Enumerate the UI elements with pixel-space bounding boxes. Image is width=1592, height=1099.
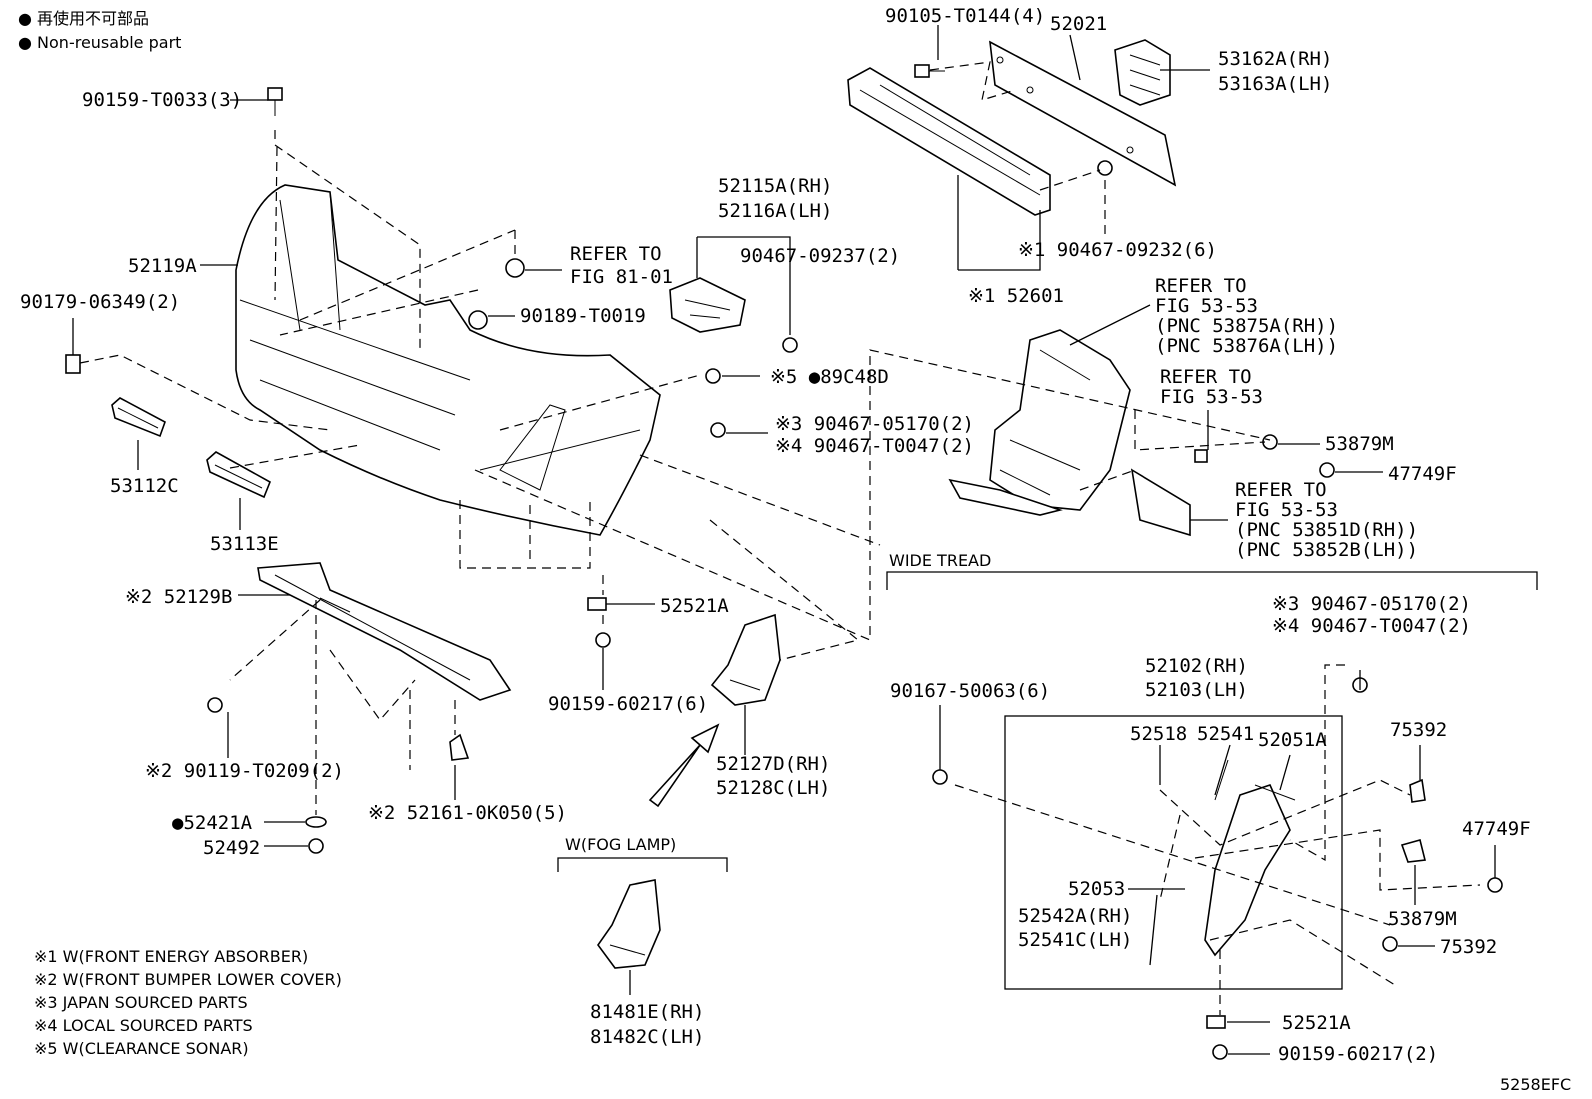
mudguard-flap (1130, 468, 1191, 537)
label-wt-90467-t0047: ※4 90467-T0047(2) (1272, 615, 1471, 637)
label-81481e: 81481E(RH) (590, 1001, 704, 1023)
fender-liner (948, 329, 1131, 516)
bracket-53162a (1114, 39, 1171, 106)
bracket-52115a (669, 277, 746, 333)
wide-tread-group: WIDE TREAD (886, 551, 1538, 990)
label-52129b: ※2 52129B (125, 586, 232, 608)
label-90467-09232: ※1 90467-09232(6) (1018, 239, 1217, 261)
label-52116a: 52116A(LH) (718, 200, 832, 222)
footnote-4: ※4 LOCAL SOURCED PARTS (34, 1016, 253, 1035)
label-refer-5353a-line4: (PNC 53876A(LH)) (1155, 335, 1338, 357)
label-refer-5353c-line3: (PNC 53851D(RH)) (1235, 519, 1418, 541)
label-wt-52518: 52518 (1130, 723, 1187, 745)
label-90189-t0019: 90189-T0019 (520, 305, 646, 327)
label-refer-5353a-line2: FIG 53-53 (1155, 295, 1258, 317)
energy-absorber-52601 (847, 67, 1051, 216)
label-52115a: 52115A(RH) (718, 175, 832, 197)
label-52127d: 52127D(RH) (716, 753, 830, 775)
footnotes: ※1 W(FRONT ENERGY ABSORBER) ※2 W(FRONT B… (34, 947, 342, 1058)
label-refer-81-line1: REFER TO (570, 243, 662, 265)
footnote-1: ※1 W(FRONT ENERGY ABSORBER) (34, 947, 308, 966)
label-refer-5353b-line2: FIG 53-53 (1160, 386, 1263, 408)
label-53113e: 53113E (210, 533, 279, 555)
label-52521a: 52521A (660, 595, 729, 617)
grille-53113e (206, 451, 272, 499)
label-52421a: ●52421A (172, 812, 253, 834)
label-90467-05170: ※3 90467-05170(2) (775, 413, 974, 435)
label-wt-52103: 52103(LH) (1145, 679, 1248, 701)
label-52128c: 52128C(LH) (716, 777, 830, 799)
label-53112c: 53112C (110, 475, 179, 497)
footnote-2: ※2 W(FRONT BUMPER LOWER COVER) (34, 970, 342, 989)
direction-arrow (648, 723, 720, 808)
fastener-icons (65, 64, 1503, 1060)
lower-cover-52129b (257, 562, 512, 701)
label-wt-52102: 52102(RH) (1145, 655, 1248, 677)
label-wt-52051a: 52051A (1258, 729, 1327, 751)
label-refer-81-line2: FIG 81-01 (570, 266, 673, 288)
label-wt-52541c: 52541C(LH) (1018, 929, 1132, 951)
label-refer-5353a-line3: (PNC 53875A(RH)) (1155, 315, 1338, 337)
reinforcement-52021 (989, 40, 1177, 187)
label-wt-53879m: 53879M (1388, 908, 1457, 930)
label-refer-5353a-line1: REFER TO (1155, 275, 1247, 297)
label-90467-09237: 90467-09237(2) (740, 245, 900, 267)
legend: ● 再使用不可部品 ● Non-reusable part (18, 9, 181, 52)
legend-line-2: ● Non-reusable part (18, 33, 181, 52)
label-90159-60217: 90159-60217(6) (548, 693, 708, 715)
label-wt-75392-top: 75392 (1390, 719, 1447, 741)
label-wt-52053: 52053 (1068, 878, 1125, 900)
label-52601: ※1 52601 (968, 285, 1064, 307)
grille-53112c (111, 397, 166, 438)
label-refer-5353c-line4: (PNC 53852B(LH)) (1235, 539, 1418, 561)
assembly-lines (79, 61, 1481, 1015)
label-52161-0k050: ※2 52161-0K050(5) (368, 802, 567, 824)
fog-lamp-cover-52127d (710, 613, 781, 706)
label-81482c: 81482C(LH) (590, 1026, 704, 1048)
label-wt-90467-05170: ※3 90467-05170(2) (1272, 593, 1471, 615)
label-90119-t0209: ※2 90119-T0209(2) (145, 760, 344, 782)
bumper-cover-52119a (235, 184, 661, 536)
label-47749f: 47749F (1388, 463, 1457, 485)
label-52492: 52492 (203, 837, 260, 859)
label-90179-06349: 90179-06349(2) (20, 291, 180, 313)
label-wt-52521a: 52521A (1282, 1012, 1351, 1034)
label-wt-52542a: 52542A(RH) (1018, 905, 1132, 927)
label-52119a: 52119A (128, 255, 197, 277)
label-90467-t0047: ※4 90467-T0047(2) (775, 435, 974, 457)
legend-line-1: ● 再使用不可部品 (18, 9, 149, 28)
label-wt-90159-60217: 90159-60217(2) (1278, 1043, 1438, 1065)
label-53879m: 53879M (1325, 433, 1394, 455)
label-refer-5353b-line1: REFER TO (1160, 366, 1252, 388)
label-53162a: 53162A(RH) (1218, 48, 1332, 70)
label-refer-5353c-line2: FIG 53-53 (1235, 499, 1338, 521)
label-wt-47749f: 47749F (1462, 818, 1531, 840)
label-wt-52541: 52541 (1197, 723, 1254, 745)
footnote-5: ※5 W(CLEARANCE SONAR) (34, 1039, 249, 1058)
label-90105-t0144: 90105-T0144(4) (885, 5, 1045, 27)
callout-labels: 90105-T0144(4) 52021 53162A(RH) 53163A(L… (20, 5, 1531, 1065)
label-wt-75392-bottom: 75392 (1440, 936, 1497, 958)
label-89c48d: ※5 ●89C48D (770, 366, 889, 388)
label-refer-5353c-line1: REFER TO (1235, 479, 1327, 501)
figure-code: 5258EFC (1500, 1075, 1571, 1094)
fog-lamp-cover-81481e (597, 879, 661, 969)
wide-tread-label: WIDE TREAD (889, 551, 991, 570)
label-wt-90167-50063: 90167-50063(6) (890, 680, 1050, 702)
fog-lamp-label: W(FOG LAMP) (565, 835, 676, 854)
label-53163a: 53163A(LH) (1218, 73, 1332, 95)
label-90159-t0033: 90159-T0033(3) (82, 89, 242, 111)
leader-lines (72, 25, 1496, 1055)
fog-lamp-group: W(FOG LAMP) (557, 835, 728, 872)
footnote-3: ※3 JAPAN SOURCED PARTS (34, 993, 248, 1012)
label-52021: 52021 (1050, 13, 1107, 35)
